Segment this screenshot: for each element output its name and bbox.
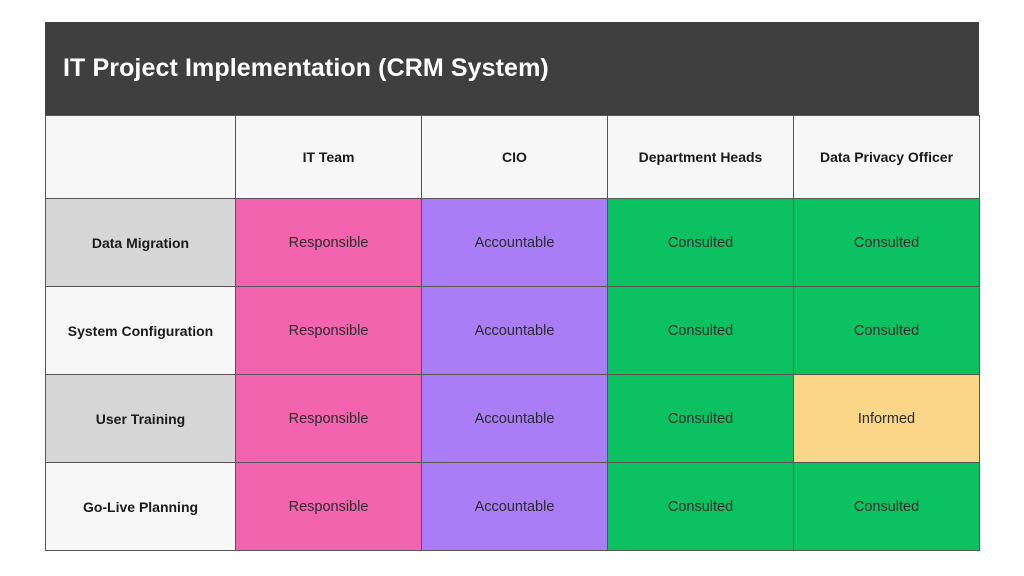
raci-cell: Informed [793, 374, 980, 463]
column-header-data-privacy-officer: Data Privacy Officer [793, 115, 980, 199]
raci-cell: Responsible [235, 462, 422, 551]
row-label-system-configuration: System Configuration [45, 286, 236, 375]
raci-cell: Accountable [421, 374, 608, 463]
raci-cell: Consulted [607, 374, 794, 463]
raci-cell: Consulted [793, 286, 980, 375]
raci-cell: Consulted [607, 198, 794, 287]
row-label-data-migration: Data Migration [45, 198, 236, 287]
raci-cell: Consulted [793, 198, 980, 287]
raci-cell: Accountable [421, 286, 608, 375]
column-header-it-team: IT Team [235, 115, 422, 199]
raci-matrix: IT Project Implementation (CRM System) I… [45, 22, 980, 551]
title-bar: IT Project Implementation (CRM System) [45, 22, 979, 115]
raci-cell: Responsible [235, 374, 422, 463]
page-title: IT Project Implementation (CRM System) [63, 54, 549, 82]
raci-cell: Consulted [607, 462, 794, 551]
corner-cell [45, 115, 236, 199]
column-header-cio: CIO [421, 115, 608, 199]
raci-cell: Consulted [793, 462, 980, 551]
raci-cell: Consulted [607, 286, 794, 375]
row-label-go-live-planning: Go-Live Planning [45, 462, 236, 551]
raci-cell: Accountable [421, 198, 608, 287]
raci-cell: Responsible [235, 286, 422, 375]
column-header-department-heads: Department Heads [607, 115, 794, 199]
raci-cell: Accountable [421, 462, 608, 551]
raci-cell: Responsible [235, 198, 422, 287]
row-label-user-training: User Training [45, 374, 236, 463]
